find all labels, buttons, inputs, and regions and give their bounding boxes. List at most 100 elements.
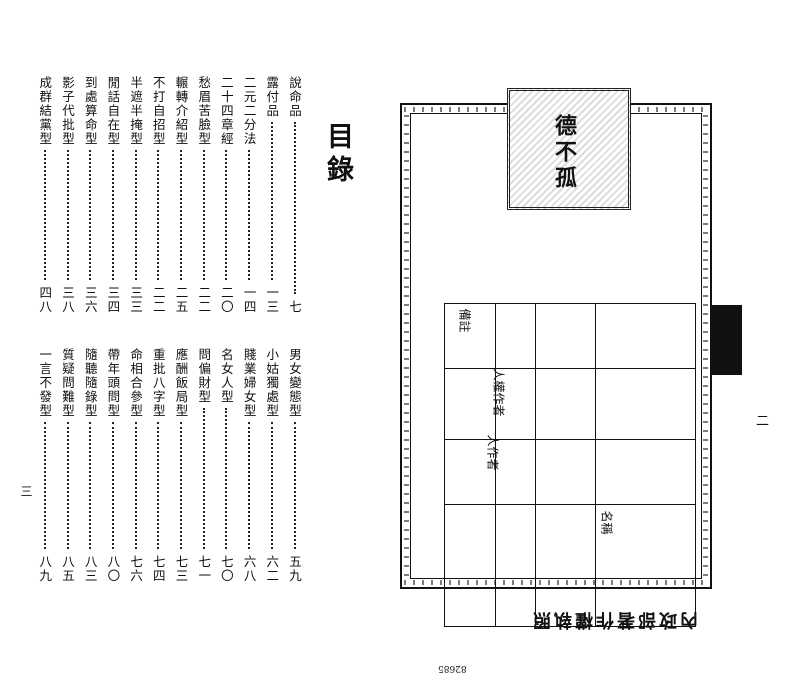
toc-entry: 小姑獨處型六二: [262, 348, 281, 583]
toc-leader-dots: [43, 422, 46, 549]
table-divider: [445, 503, 695, 505]
toc-entry-title: 隨聽隨錄型: [82, 348, 98, 418]
toc-entry-page: 三八: [60, 286, 75, 314]
toc-entry-page: 三三: [128, 286, 144, 314]
toc-leader-dots: [270, 422, 273, 549]
fret-border-right: [703, 115, 708, 577]
toc-entry: 說命品七: [285, 76, 304, 314]
toc-entry: 二十四章經二〇: [217, 76, 236, 314]
page-number: 二: [756, 414, 770, 429]
toc-leader-dots: [157, 422, 160, 549]
toc-leader-dots: [270, 122, 273, 280]
toc-entry-title: 輾轉介紹型: [173, 76, 189, 146]
toc-entry: 帶年頭問型八〇: [103, 348, 122, 583]
table-header: 名稱: [599, 510, 614, 535]
registration-number: 82685: [438, 663, 467, 673]
table-divider: [445, 439, 695, 441]
toc-leader-dots: [89, 422, 92, 549]
toc-entry-page: 八五: [60, 555, 75, 583]
toc-entry-page: 六八: [241, 555, 257, 583]
toc-entry-page: 二五: [173, 286, 189, 314]
toc-leader-dots: [180, 422, 182, 549]
toc-entry-page: 七〇: [218, 555, 234, 583]
fret-border-left: [404, 115, 409, 577]
toc-leader-dots: [202, 150, 205, 280]
toc-leader-dots: [66, 422, 69, 549]
seal-text: 德不孤: [551, 114, 577, 192]
toc-leader-dots: [111, 150, 114, 280]
toc-entry-title: 男女變態型: [287, 348, 302, 418]
toc-entry: 問偏財型七一: [194, 348, 213, 583]
toc-entry: 到處算命型三六: [81, 76, 100, 314]
toc-entry-page: 二二: [196, 286, 212, 314]
toc-leader-dots: [180, 150, 182, 280]
table-header: 人權作者: [491, 368, 506, 417]
toc-entry-title: 半遮半掩型: [128, 76, 144, 146]
table-divider: [595, 304, 596, 626]
toc-entry-title: 名女人型: [218, 348, 234, 404]
toc-leader-dots: [248, 150, 251, 280]
toc-entry-title: 賤業婦女型: [241, 348, 257, 418]
toc-entry-title: 重批八字型: [150, 348, 166, 418]
table-divider: [535, 304, 536, 626]
issuer-name: 內政部著作權執照: [530, 609, 698, 630]
toc-entry-title: 小姑獨處型: [264, 348, 280, 418]
toc-leader-dots: [157, 150, 160, 280]
toc-entry: 男女變態型五九: [285, 348, 304, 583]
toc-entry: 賤業婦女型六八: [240, 348, 259, 583]
toc-entry-page: 四八: [37, 286, 53, 314]
toc-entry-title: 質疑問難型: [60, 348, 75, 418]
toc-leader-dots: [293, 122, 296, 294]
toc-entry: 影子代批型三八: [58, 76, 77, 314]
toc-entry-page: 一四: [241, 286, 257, 314]
toc-entry: 隨聽隨錄型八三: [81, 348, 100, 583]
toc-entry-title: 露付品: [264, 76, 280, 118]
toc-entry: 愁眉苦臉型二二: [194, 76, 213, 314]
page-tab: [712, 305, 742, 375]
toc-entry-title: 不打自招型: [150, 76, 166, 146]
toc-title: 目錄: [322, 122, 353, 188]
left-page: 目錄 說命品七露付品一三二元二分法一四二十四章經二〇愁眉苦臉型二二輾轉介紹型二五…: [0, 0, 380, 653]
toc-entry-page: 二〇: [218, 286, 234, 314]
table-header: 人作者: [485, 434, 500, 471]
toc-leader-dots: [202, 408, 205, 549]
toc-entry-page: 七六: [128, 555, 144, 583]
certificate-table: 備註 人作者 人權作者 名稱: [444, 303, 696, 627]
toc-entry-page: 七: [287, 300, 302, 314]
toc-entry: 二元二分法一四: [240, 76, 259, 314]
toc-leader-dots: [225, 150, 228, 280]
toc-leader-dots: [66, 150, 69, 280]
toc-entry-page: 三四: [105, 286, 121, 314]
toc-leader-dots: [293, 422, 296, 549]
table-divider: [445, 368, 695, 370]
toc-entry: 質疑問難型八五: [58, 348, 77, 583]
toc-entry-title: 命相合參型: [128, 348, 144, 418]
toc-entry-title: 閒話自在型: [105, 76, 121, 146]
toc-entry: 閒話自在型三四: [103, 76, 122, 314]
toc-entry-title: 應酬飯局型: [173, 348, 189, 418]
toc-entry-page: 三六: [82, 286, 98, 314]
toc-entry-title: 二十四章經: [218, 76, 234, 146]
toc-entry-page: 五九: [287, 555, 302, 583]
toc-entry-title: 到處算命型: [82, 76, 98, 146]
toc-leader-dots: [134, 150, 137, 280]
table-header: 備註: [457, 308, 472, 333]
table-divider: [495, 304, 496, 626]
fret-border-bottom: [404, 580, 708, 585]
toc-entry: 名女人型七〇: [217, 348, 236, 583]
seal-stamp: [507, 88, 631, 210]
page-number: 三: [19, 485, 33, 497]
toc-entry-title: 問偏財型: [196, 348, 212, 404]
toc-entry-title: 一言不發型: [37, 348, 53, 418]
toc-entry: 一言不發型八九: [35, 348, 54, 583]
toc-entry-title: 二元二分法: [241, 76, 257, 146]
toc-entry-title: 影子代批型: [60, 76, 75, 146]
toc-leader-dots: [43, 150, 46, 280]
toc-entry-page: 六二: [264, 555, 280, 583]
toc-entry: 不打自招型二二: [149, 76, 168, 314]
toc-entry-page: 七一: [196, 555, 212, 583]
toc-entry: 露付品一三: [262, 76, 281, 314]
toc-entry-page: 七四: [150, 555, 166, 583]
toc-leader-dots: [248, 422, 251, 549]
toc-entry-page: 七三: [173, 555, 189, 583]
